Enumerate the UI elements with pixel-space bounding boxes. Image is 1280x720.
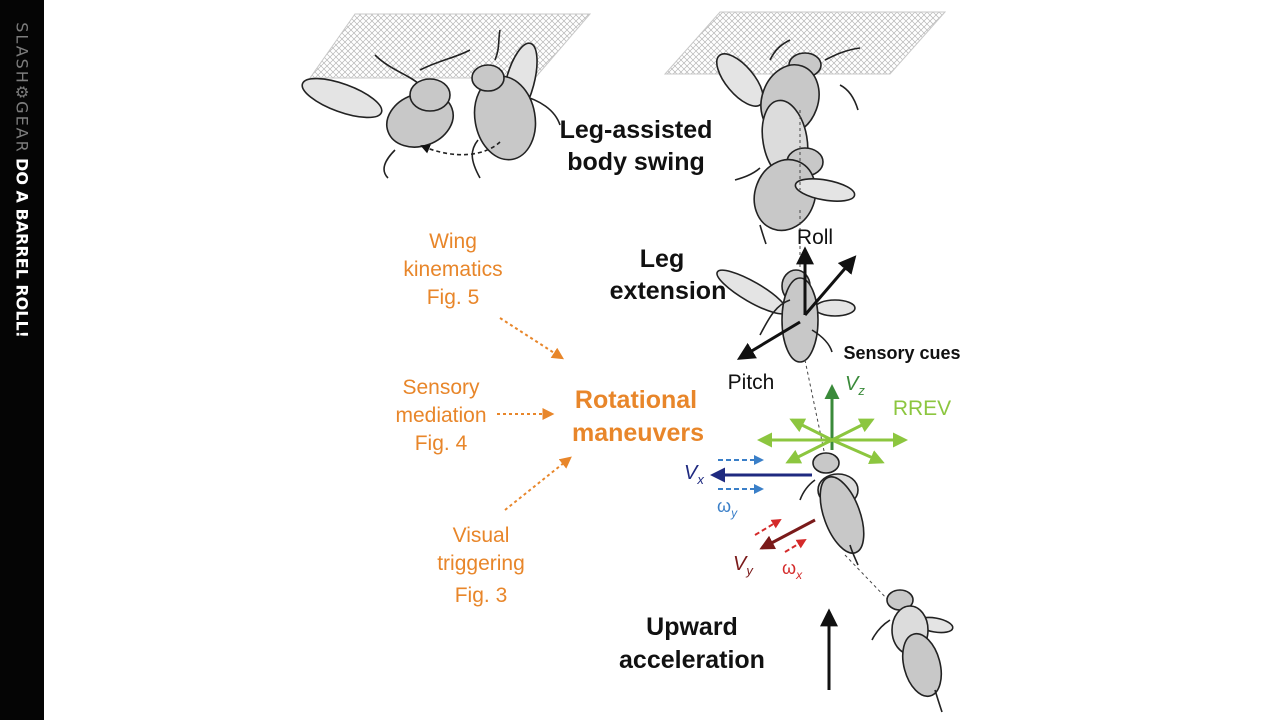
wx-label: ωx [782, 558, 803, 582]
vy-arrow [759, 518, 816, 550]
leg-extension-label-2: extension [610, 277, 727, 305]
visual-triggering-label-1: Visual [453, 524, 510, 547]
vx-label: Vx [684, 462, 704, 487]
trajectory-dashes-low [844, 554, 891, 603]
wing-kinematics-label-2: kinematics [403, 258, 502, 281]
wy-label: ωy [717, 496, 738, 520]
fly-illustration-top-right [716, 39, 861, 340]
fly-illustration-leg-extension [716, 269, 856, 363]
sensory-mediation-label-3: Fig. 4 [415, 432, 468, 455]
pitch-arrow [736, 320, 801, 360]
rrev-label: RREV [893, 397, 951, 420]
upward-label-2: acceleration [619, 646, 765, 674]
fly-illustration-bottom [871, 589, 954, 713]
leg-assisted-label-1: Leg-assisted [560, 116, 713, 144]
fly-illustration-top-left [301, 29, 561, 179]
visual-triggering-label-3: Fig. 3 [455, 584, 508, 607]
visual-triggering-label-2: triggering [437, 552, 525, 575]
vy-label: Vy [733, 553, 754, 578]
trajectory-dashes-mid [804, 359, 829, 471]
sidebar-banner: SLASH⚙GEAR DO A BARREL ROLL! [0, 0, 44, 720]
sensory-mediation-label-2: mediation [395, 404, 486, 427]
pitch-label: Pitch [728, 371, 775, 394]
sensory-mediation-label-1: Sensory [402, 376, 480, 399]
wing-kinematics-label-1: Wing [429, 230, 477, 253]
rotational-maneuvers-label-2: maneuvers [572, 419, 704, 447]
ceiling-mesh-left [309, 13, 592, 79]
upward-label-1: Upward [646, 613, 738, 641]
rrev-arrows [757, 418, 908, 465]
leg-extension-label-1: Leg [640, 245, 684, 273]
wing-kinematics-label-3: Fig. 5 [427, 286, 480, 309]
roll-arrow-2 [803, 255, 857, 316]
fly-illustration-approach [799, 452, 865, 566]
leg-assisted-label-2: body swing [567, 148, 705, 176]
roll-label: Roll [797, 226, 833, 249]
vz-label: Vz [845, 373, 865, 398]
sensory-cues-label: Sensory cues [843, 343, 960, 363]
wing-kinematics-arrow [499, 317, 565, 360]
wx-arrow-bottom [784, 538, 807, 553]
rotational-maneuvers-label-1: Rotational [575, 386, 697, 414]
visual-triggering-arrow [504, 456, 572, 511]
wx-arrow-top [754, 518, 782, 536]
